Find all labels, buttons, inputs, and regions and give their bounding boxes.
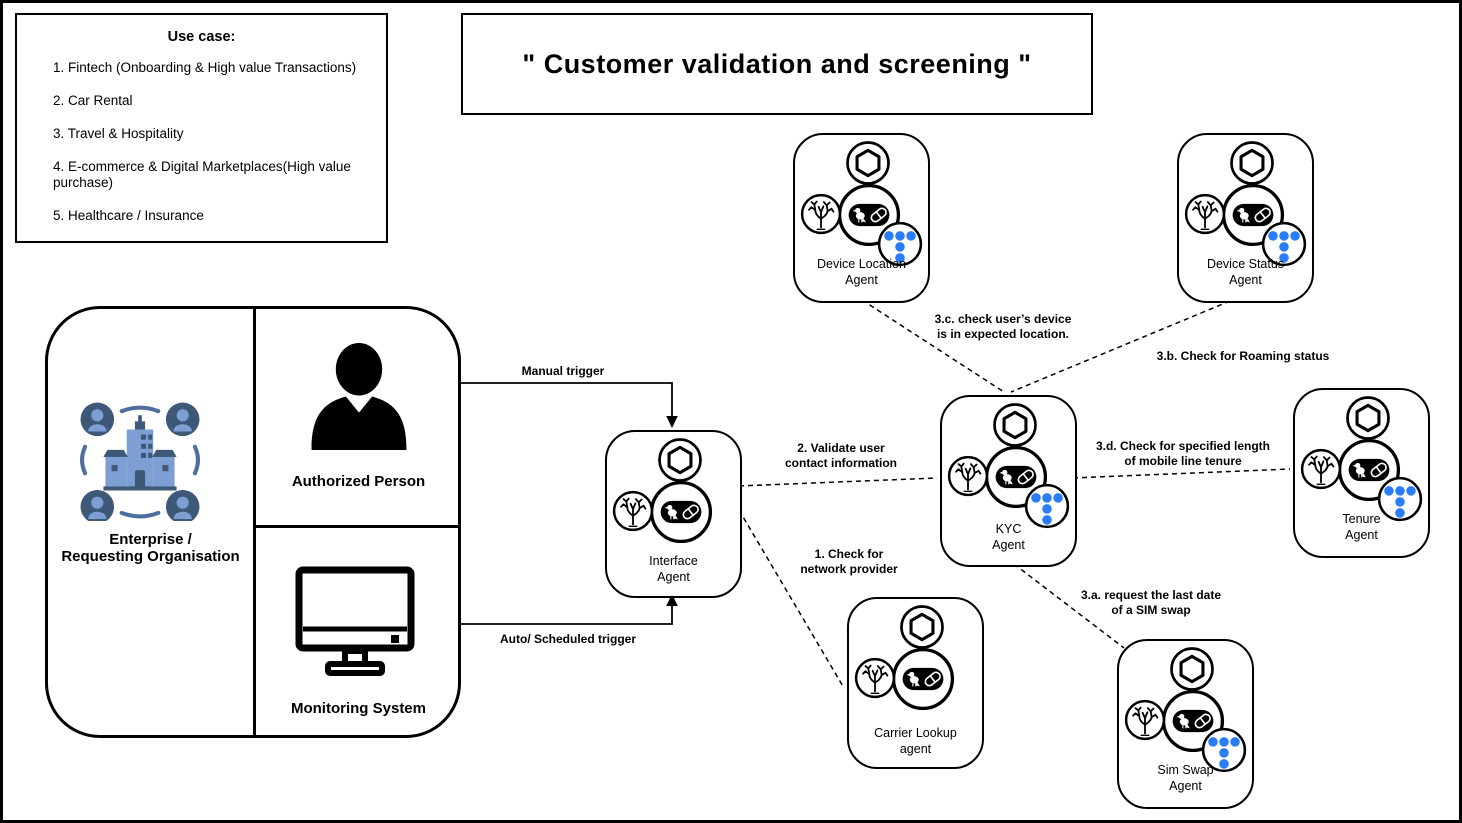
edge-label-check-tenure: 3.d. Check for specified length of mobil… <box>1095 439 1271 468</box>
falcon-capsule-icon <box>648 479 714 545</box>
edge-kyc-device-location <box>861 299 1005 393</box>
edge-label-auto-trigger: Auto/ Scheduled trigger <box>499 632 637 646</box>
openai-icon <box>992 402 1038 448</box>
agent-node-carrier-lookup: Carrier Lookup agent <box>847 597 984 769</box>
falcon-capsule-icon <box>890 646 956 712</box>
connector-layer <box>458 299 1291 689</box>
coral-icon <box>1300 448 1342 490</box>
edge-label-request-sim-swap: 3.a. request the last date of a SIM swap <box>1080 588 1222 617</box>
agent-label: Tenure Agent <box>1342 512 1381 542</box>
agent-label: Sim Swap Agent <box>1157 763 1214 793</box>
use-case-title: Use case: <box>167 29 236 45</box>
agent-label: Interface Agent <box>649 554 698 584</box>
enterprise-panel: Enterprise / Requesting Organisation Aut… <box>45 306 461 738</box>
arrowhead-up-icon <box>666 594 678 606</box>
use-case-item: 3. Travel & Hospitality <box>53 126 184 141</box>
edge-manual-trigger-line <box>458 382 673 419</box>
arrowhead-down-icon <box>666 416 678 428</box>
agent-node-device-status: Device Status Agent <box>1177 133 1314 303</box>
agent-node-sim-swap: Sim Swap Agent <box>1117 639 1254 809</box>
panel-horizontal-divider <box>253 525 458 528</box>
openai-icon <box>899 604 945 650</box>
monitoring-system-label: Monitoring System <box>290 700 426 717</box>
edge-interface-kyc <box>738 477 938 487</box>
coral-icon <box>1184 193 1226 235</box>
agent-node-kyc: KYC Agent <box>940 395 1077 567</box>
agent-label: Device Status Agent <box>1206 257 1285 287</box>
openai-icon <box>1345 395 1391 441</box>
openai-icon <box>657 437 703 483</box>
edge-label-check-roaming: 3.b. Check for Roaming status <box>1156 349 1330 363</box>
edge-kyc-tenure <box>1072 468 1291 479</box>
monitor-icon <box>293 564 417 680</box>
openai-icon <box>1229 140 1275 186</box>
agent-label: KYC Agent <box>992 522 1025 552</box>
edge-auto-trigger-line <box>458 603 673 625</box>
page-title: " Customer validation and screening " <box>522 48 1032 79</box>
enterprise-label: Enterprise / Requesting Organisation <box>61 531 240 565</box>
edge-label-check-location: 3.c. check user’s device is in expected … <box>934 312 1072 341</box>
use-case-panel: Use case: 1. Fintech (Onboarding & High … <box>15 13 388 243</box>
coral-icon <box>612 490 654 532</box>
enterprise-building-icon <box>79 399 201 521</box>
edge-label-validate-contact: 2. Validate user contact information <box>784 441 898 470</box>
openai-icon <box>845 140 891 186</box>
agent-node-tenure: Tenure Agent <box>1293 388 1430 558</box>
coral-icon <box>947 455 989 497</box>
agent-node-device-location: Device Location Agent <box>793 133 930 303</box>
agent-label: Device Location Agent <box>817 257 906 287</box>
use-case-item: 2. Car Rental <box>53 93 133 108</box>
use-case-item: 1. Fintech (Onboarding & High value Tran… <box>53 60 357 75</box>
title-banner: " Customer validation and screening " <box>461 13 1093 115</box>
use-case-item: 4. E-commerce & Digital Marketplaces(Hig… <box>53 159 351 190</box>
coral-icon <box>1124 699 1166 741</box>
edge-interface-carrier <box>738 509 845 689</box>
panel-vertical-divider <box>253 309 256 735</box>
openai-icon <box>1169 646 1215 692</box>
agent-label: Carrier Lookup agent <box>874 726 957 756</box>
agent-node-interface: Interface Agent <box>605 430 742 598</box>
edge-kyc-device-status <box>1010 300 1231 393</box>
person-icon <box>303 339 415 455</box>
authorized-person-label: Authorized Person <box>291 473 426 490</box>
coral-icon <box>854 657 896 699</box>
coral-icon <box>800 193 842 235</box>
edge-label-manual-trigger: Manual trigger <box>521 364 605 378</box>
edge-label-check-network: 1. Check for network provider <box>800 547 898 576</box>
use-case-list: 1. Fintech (Onboarding & High value Tran… <box>53 60 374 224</box>
use-case-item: 5. Healthcare / Insurance <box>53 208 204 223</box>
